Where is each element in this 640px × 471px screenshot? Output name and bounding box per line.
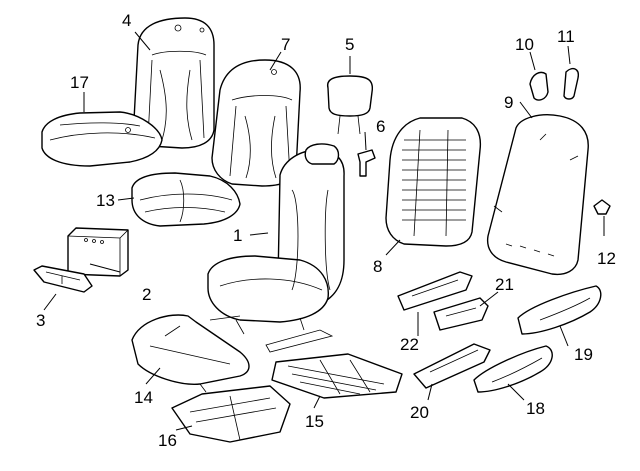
callout-1: 1 <box>233 226 242 245</box>
callout-7: 7 <box>281 35 290 54</box>
callout-5: 5 <box>345 35 354 54</box>
leader-lines <box>43 31 605 431</box>
part-adjuster-trim <box>433 297 489 331</box>
callout-4: 4 <box>122 11 131 30</box>
part-base-pan <box>171 385 291 443</box>
part-cushion-pad <box>131 172 241 227</box>
callout-10: 10 <box>515 35 534 54</box>
part-control-module <box>67 227 129 277</box>
part-side-trim-front <box>473 345 553 393</box>
part-side-trim <box>517 285 602 335</box>
callout-12: 12 <box>597 249 616 268</box>
callout-22: 22 <box>400 335 419 354</box>
part-spring-mat <box>271 353 403 399</box>
callout-14: 14 <box>134 388 153 407</box>
part-seat-back-frame <box>385 117 482 247</box>
callout-19: 19 <box>574 345 593 364</box>
callout-17: 17 <box>70 73 89 92</box>
part-adjuster-lever <box>397 271 473 311</box>
callout-labels: 4 17 7 5 6 9 10 11 1 13 2 3 8 12 14 15 1… <box>36 11 616 450</box>
part-back-panel <box>486 114 589 276</box>
callout-8: 8 <box>373 257 382 276</box>
part-cushion-cover <box>41 111 163 167</box>
callout-6: 6 <box>376 117 385 136</box>
callout-18: 18 <box>526 399 545 418</box>
callout-15: 15 <box>305 412 324 431</box>
part-side-rail <box>413 343 491 389</box>
part-trim-clip <box>563 67 580 100</box>
part-clip <box>593 199 611 215</box>
part-seat-pan <box>131 314 250 393</box>
part-trim-cover <box>529 71 549 101</box>
callout-16: 16 <box>158 431 177 450</box>
callout-21: 21 <box>495 275 514 294</box>
callout-20: 20 <box>410 403 429 422</box>
callout-2: 2 <box>142 285 151 304</box>
callout-13: 13 <box>96 191 115 210</box>
part-seat-back-pad <box>211 59 301 187</box>
callout-9: 9 <box>504 93 513 112</box>
part-headrest <box>326 75 374 135</box>
part-headrest-guide <box>357 149 376 177</box>
callout-3: 3 <box>36 311 45 330</box>
part-complete-seat <box>207 143 345 353</box>
part-bracket <box>33 265 93 293</box>
callout-11: 11 <box>557 27 575 46</box>
